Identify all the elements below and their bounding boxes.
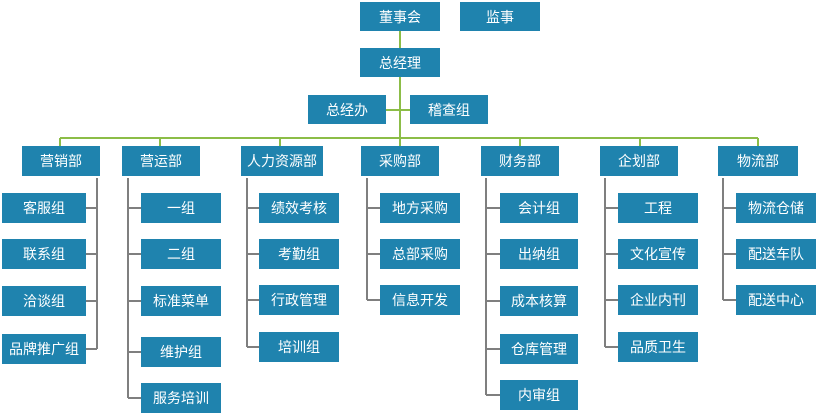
board-box: 董事会 <box>360 2 440 31</box>
finance-group-box: 仓库管理 <box>500 334 578 364</box>
marketing-group-box: 联系组 <box>2 239 86 269</box>
operations-group-box: 服务培训 <box>141 383 221 413</box>
department-finance: 财务部 <box>481 146 559 176</box>
operations-group-box: 二组 <box>141 239 221 269</box>
marketing-group-box: 客服组 <box>2 193 86 223</box>
operations-group-box: 一组 <box>141 193 221 223</box>
operations-group-box: 维护组 <box>141 337 221 367</box>
marketing-sub-lines <box>86 178 98 350</box>
logistics-group-box: 配送车队 <box>736 239 816 269</box>
hr-sub-lines <box>246 178 259 348</box>
supervisor-box: 监事 <box>460 2 540 31</box>
operations-group-box: 标准菜单 <box>141 286 221 316</box>
logistics-sub-lines <box>722 178 736 301</box>
gm-office-box: 总经办 <box>308 95 386 124</box>
purchasing-group-box: 地方采购 <box>380 193 460 223</box>
finance-group-box: 出纳组 <box>500 239 578 269</box>
department-operations: 营运部 <box>122 146 200 176</box>
finance-group-box: 成本核算 <box>500 286 578 316</box>
planning-group-box: 文化宣传 <box>618 239 698 269</box>
marketing-group-box: 品牌推广组 <box>2 334 86 364</box>
logistics-group-box: 物流仓储 <box>736 193 816 223</box>
planning-group-box: 企业内刊 <box>618 285 698 315</box>
department-purchasing: 采购部 <box>361 146 439 176</box>
hr-group-box: 绩效考核 <box>259 193 339 223</box>
department-drop-lines <box>59 138 759 146</box>
purchasing-sub-lines <box>366 178 380 301</box>
department-marketing: 营销部 <box>22 146 100 176</box>
audit-group-box: 稽查组 <box>410 95 488 124</box>
department-hr: 人力资源部 <box>241 146 323 176</box>
operations-sub-lines <box>127 178 141 399</box>
hr-group-box: 培训组 <box>259 332 339 362</box>
hr-group-box: 考勤组 <box>259 239 339 269</box>
logistics-group-box: 配送中心 <box>736 285 816 315</box>
department-planning: 企划部 <box>600 146 678 176</box>
general-manager-box: 总经理 <box>360 48 440 77</box>
finance-group-box: 会计组 <box>500 193 578 223</box>
finance-sub-lines <box>485 178 500 396</box>
department-logistics: 物流部 <box>718 146 798 176</box>
finance-group-box: 内审组 <box>500 380 578 410</box>
planning-group-box: 工程 <box>618 193 698 223</box>
marketing-group-box: 洽谈组 <box>2 286 86 316</box>
planning-group-box: 品质卫生 <box>618 332 698 362</box>
purchasing-group-box: 信息开发 <box>380 285 460 315</box>
hr-group-box: 行政管理 <box>259 285 339 315</box>
purchasing-group-box: 总部采购 <box>380 239 460 269</box>
planning-sub-lines <box>604 178 618 348</box>
